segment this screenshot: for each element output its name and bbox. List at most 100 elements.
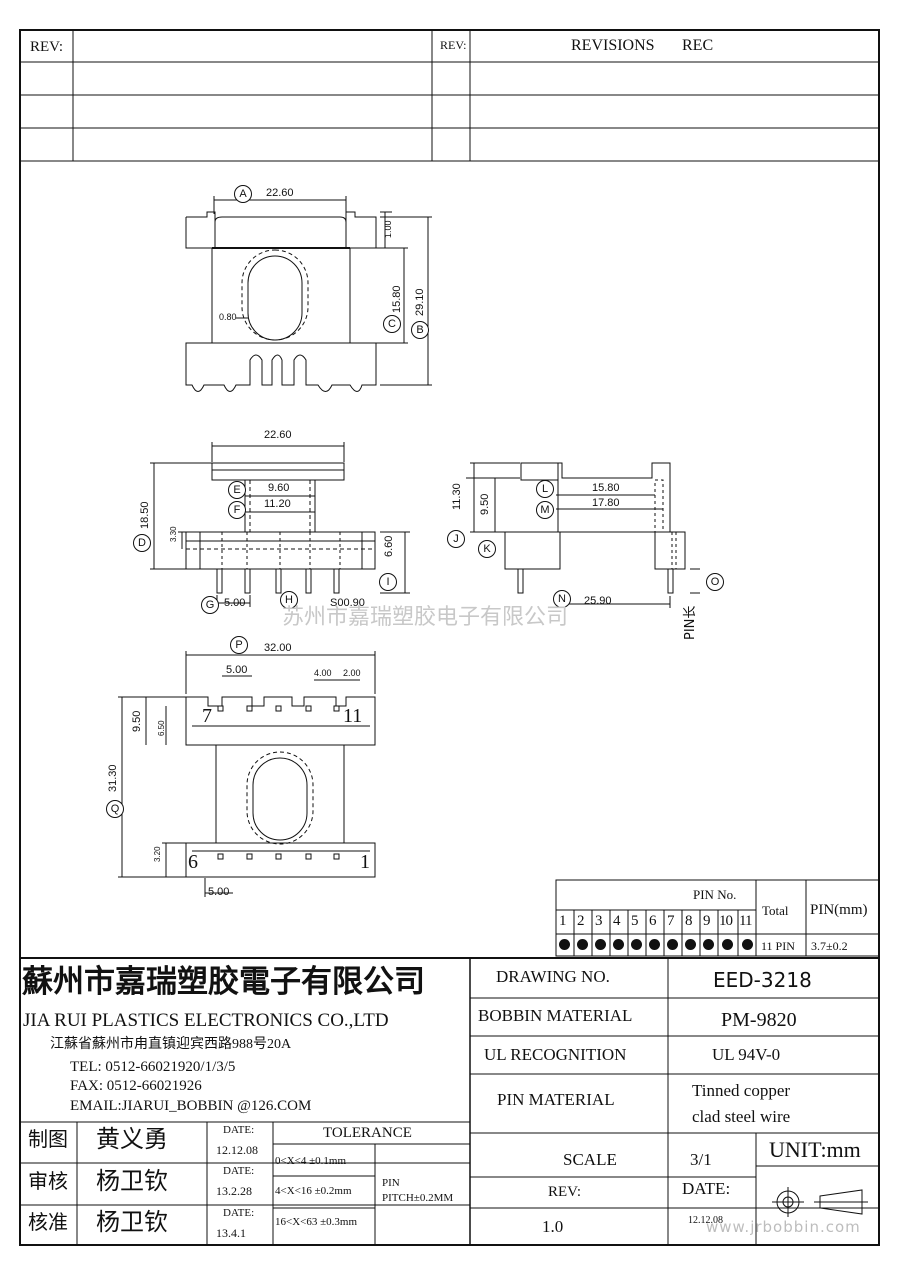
dim-l: 15.80 [592,482,620,494]
label-i: I [379,573,397,591]
rec-label: REC [682,37,714,54]
ul-value: UL 94V-0 [712,1045,781,1064]
bobbin-material-value: PM-9820 [721,1009,797,1031]
pin-11-label: 11 [343,705,363,727]
dim-front-height: 18.50 [139,501,151,529]
rev-header-left: REV: [30,39,64,55]
label-g: G [201,596,219,614]
company-name-en: JIA RUI PLASTICS ELECTRONICS CO.,LTD [23,1010,389,1031]
dim-h2: 6.50 [157,720,166,736]
label-n: N [553,590,571,608]
dim-n: 25.90 [584,595,612,607]
pin-number: 4 [613,913,621,929]
dim-flange: 1.00 [383,220,393,238]
label-l: L [536,480,554,498]
dim-wall: 0.80 [219,312,237,322]
label-q: Q [106,800,124,818]
top-view-outline [185,211,377,392]
pin-number: 6 [649,913,657,929]
dim-pitch-bottom: 5.00 [208,886,230,898]
dim-top-width: 22.60 [266,187,294,199]
pin-dot [722,939,733,950]
total-header: Total [762,903,789,918]
signoff-name: 杨卫钦 [96,1210,168,1236]
dim-g: 5.00 [224,597,246,609]
dim-gap1: 4.00 [314,668,332,678]
drawing-no-label: DRAWING NO. [496,967,610,986]
pin-mm-header: PIN(mm) [810,902,868,918]
tolerance-row: 16<X<63 ±0.3mm [275,1216,358,1228]
pin-dot [577,939,588,950]
pin-dot [595,939,606,950]
signoff-date: 13.4.1 [216,1226,246,1240]
dim-front-width: 22.60 [264,429,292,441]
pin-6-label: 6 [188,851,198,873]
signoff-name: 黄义勇 [96,1127,168,1153]
label-k: K [478,540,496,558]
dim-e: 9.60 [268,482,290,494]
side-view-outline [504,462,686,594]
pin-dot [631,939,642,950]
pin-number: 9 [703,913,711,929]
pin-material-label: PIN MATERIAL [497,1090,615,1109]
pin-dot [685,939,696,950]
label-f: F [228,501,246,519]
dim-h1: 9.50 [131,710,143,732]
signoff-role: 制图 [28,1129,68,1151]
label-c: C [383,315,401,333]
tolerance-pin-pitch: PITCH±0.2MM [382,1192,454,1204]
pin-length-label: PIN长 [683,605,698,640]
signoff-date: 12.12.08 [216,1143,258,1157]
signoff-date-label: DATE: [223,1165,255,1177]
pin-number: 3 [595,913,603,929]
company-email: EMAIL:JIARUI_BOBBIN @126.COM [70,1098,312,1114]
pin-material-line2: clad steel wire [692,1107,791,1126]
pin-dot [667,939,678,950]
rev-value: 1.0 [542,1217,564,1236]
tolerance-title: TOLERANCE [323,1125,412,1141]
scale-value: 3/1 [690,1150,712,1169]
unit-label: UNIT:mm [769,1137,861,1162]
pin-number: 10 [719,913,733,929]
pin-1-label: 1 [360,851,370,873]
bottom-view-outline [185,696,376,878]
pin-material-line1: Tinned copper [692,1081,791,1100]
label-m: M [536,501,554,519]
watermark-corner: www.jrbobbin.com [706,1218,861,1236]
label-p: P [230,636,248,654]
company-fax: FAX: 0512-66021926 [70,1078,202,1094]
watermark-center: 苏州市嘉瑞塑胶电子有限公司 [282,605,569,630]
signoff-date: 13.2.28 [216,1184,252,1198]
dim-top-height: 29.10 [414,288,426,316]
dim-bottom-width: 32.00 [264,642,292,654]
label-o: O [706,573,724,591]
dim-inner-height: 15.80 [391,285,403,313]
pin-7-label: 7 [202,705,212,727]
dim-gap2: 2.00 [343,668,361,678]
dim-j: 11.30 [451,483,463,510]
dim-m: 17.80 [592,497,620,509]
dim-f: 11.20 [264,498,291,510]
dim-i: 6.60 [383,535,395,557]
pin-dot [559,939,570,950]
pin-number: 8 [685,913,693,929]
drawing-no-value: EED-3218 [713,968,812,992]
dim-step: 3.30 [169,526,178,542]
label-d: D [133,534,151,552]
pin-number: 7 [667,913,675,929]
label-h: H [280,591,298,609]
dim-pitch-top: 5.00 [226,664,248,676]
signoff-name: 杨卫钦 [96,1169,168,1195]
scale-label: SCALE [563,1150,617,1169]
bobbin-material-label: BOBBIN MATERIAL [478,1006,633,1025]
label-b: B [411,321,429,339]
tolerance-pin-label: PIN [382,1177,400,1189]
rev-label: REV: [548,1184,582,1200]
label-e: E [228,481,246,499]
company-name-cn: 蘇州市嘉瑞塑胶電子有限公司 [22,964,425,999]
pin-dot [613,939,624,950]
front-view-outline [185,462,376,594]
signoff-role: 审核 [28,1171,68,1193]
pin-number: 1 [559,913,567,929]
